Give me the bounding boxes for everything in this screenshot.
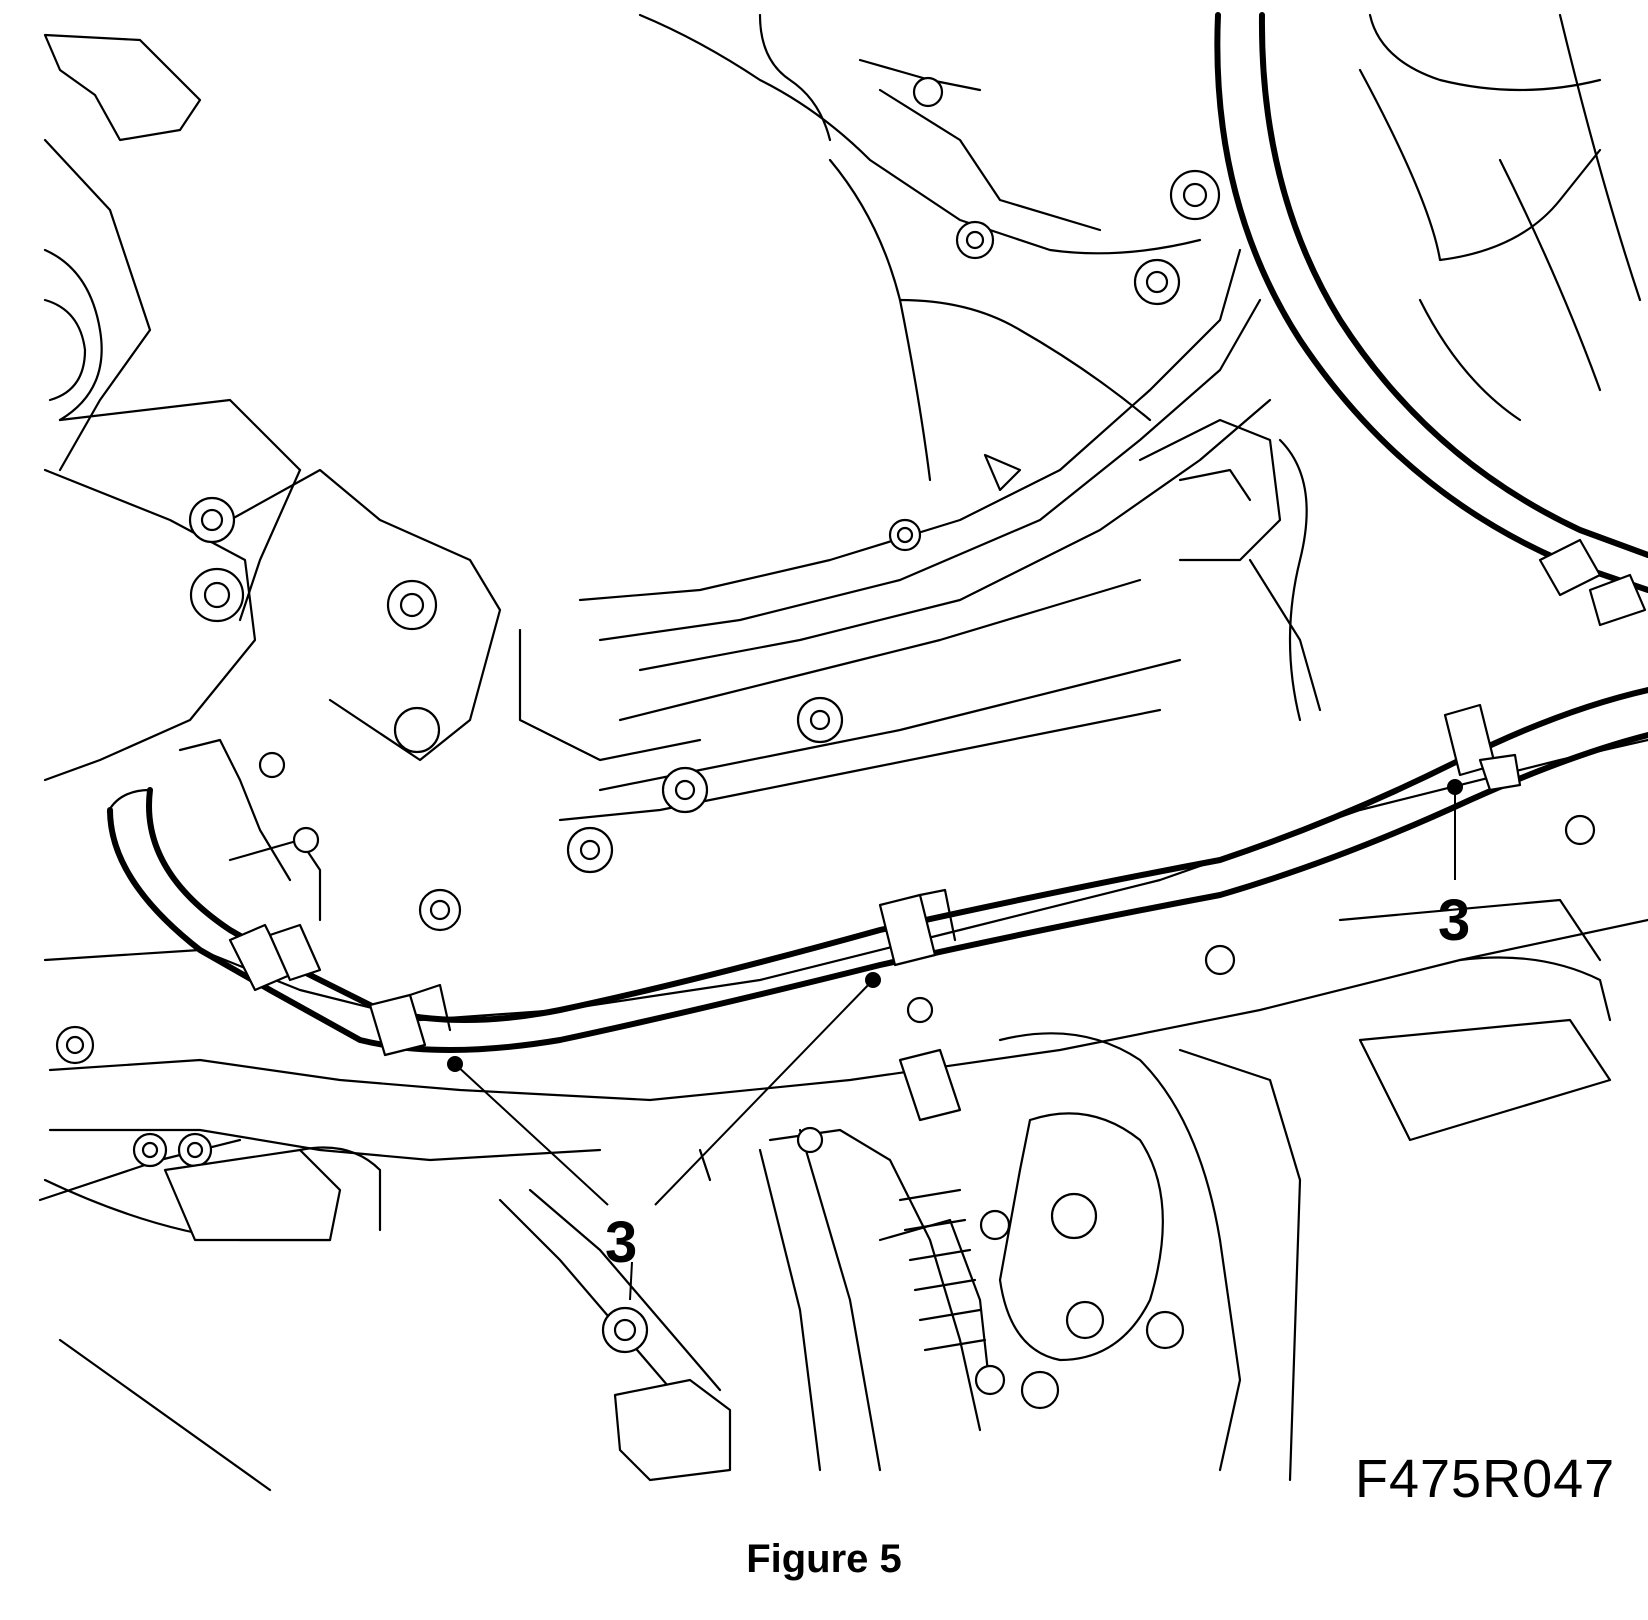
pipe-clip	[878, 888, 957, 967]
mount-boss	[566, 826, 614, 874]
bolt-head	[912, 76, 944, 108]
figure-reference-code: F475R047	[1355, 1449, 1616, 1509]
callout-clip-right: 3	[1438, 779, 1470, 953]
brake-pipe	[106, 687, 1648, 1053]
callout-number: 3	[605, 1210, 637, 1275]
bolt-head	[189, 567, 245, 623]
bolt-head	[1169, 169, 1221, 221]
bolt-head	[386, 579, 438, 631]
bolt-head	[888, 518, 922, 552]
mount-boss	[418, 888, 462, 932]
subframe	[38, 738, 1648, 1492]
bolt-head	[177, 1132, 213, 1168]
pipe-clip	[228, 923, 322, 992]
callout-number: 3	[1438, 888, 1470, 953]
bolt-head	[955, 220, 995, 260]
coolant-hose	[1214, 12, 1648, 627]
bolt-head	[188, 496, 236, 544]
bolt-head	[55, 1025, 95, 1065]
bolt-head	[132, 1132, 168, 1168]
lower-assembly	[498, 1032, 1302, 1482]
callout-clips-lower: 3	[447, 972, 881, 1301]
bolt-head	[1133, 258, 1181, 306]
bolt-head	[393, 706, 441, 754]
mount-boss	[661, 766, 709, 814]
bolt-head	[601, 1306, 649, 1354]
pipe-clip	[1443, 703, 1522, 792]
engine-linework	[43, 13, 1322, 932]
figure-caption: Figure 5	[746, 1537, 902, 1581]
pipe-clip	[368, 983, 452, 1057]
mount-boss	[796, 696, 844, 744]
